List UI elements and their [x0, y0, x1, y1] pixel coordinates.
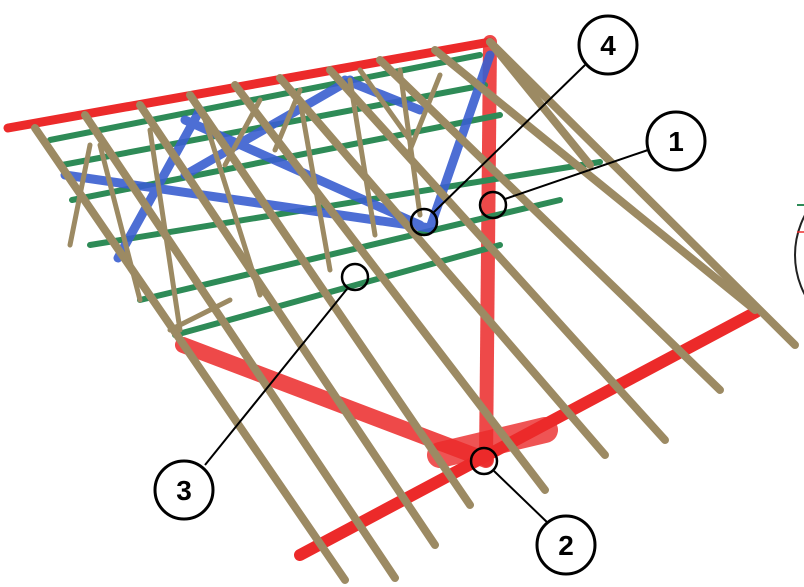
callout-3-label: 3	[176, 475, 192, 506]
detail-inset-circle	[794, 204, 804, 296]
callout-2: 2	[469, 446, 597, 576]
callout-1-target	[478, 190, 508, 220]
callout-2-target	[469, 446, 499, 476]
callout-1: 1	[478, 110, 707, 220]
callout-2-label: 2	[558, 530, 574, 561]
callout-4-target	[409, 207, 439, 237]
red-ridge-members	[3, 35, 762, 561]
callout-1-label: 1	[668, 126, 684, 157]
callout-3: 3	[153, 262, 370, 521]
callout-3-target	[340, 262, 370, 292]
callout-4-label: 4	[600, 30, 616, 61]
timber-rafters	[31, 38, 799, 584]
callout-4: 4	[409, 14, 639, 237]
timber-web-members	[67, 67, 443, 333]
